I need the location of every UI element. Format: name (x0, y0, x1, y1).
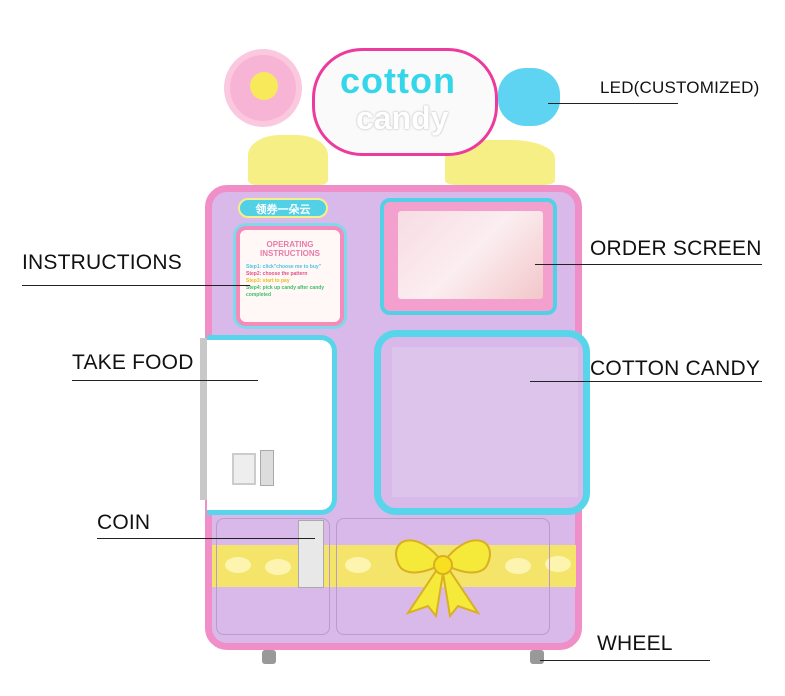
leader-order-screen (535, 264, 762, 265)
instruction-step: Step2: choose the pattern (246, 271, 308, 277)
yellow-cloud-left (248, 135, 328, 185)
take-food-window[interactable] (207, 335, 337, 515)
flower-face (250, 72, 278, 100)
label-take-food: TAKE FOOD (72, 351, 194, 374)
leader-led (548, 103, 678, 104)
instruction-step: Step1: click"choose me to buy" (246, 264, 322, 270)
leader-take-food (72, 380, 258, 381)
instructions-panel: OPERATING INSTRUCTIONS Step1: click"choo… (236, 226, 344, 326)
wheel-left (262, 650, 276, 664)
order-screen[interactable] (398, 211, 543, 299)
leader-cotton-candy (530, 381, 762, 382)
lower-door-left (216, 518, 330, 635)
bill-slot (260, 450, 274, 486)
sign-logo-line1: cotton (340, 60, 456, 101)
sign-logo-line2: candy (356, 100, 449, 136)
label-order-screen: ORDER SCREEN (590, 237, 762, 260)
label-wheel: WHEEL (597, 632, 673, 655)
instructions-title: OPERATING INSTRUCTIONS (260, 240, 320, 258)
coin-slot-small (232, 453, 256, 485)
label-instructions: INSTRUCTIONS (22, 251, 182, 274)
cotton-candy-sign (312, 48, 498, 156)
instruction-step: Step3: start to pay (246, 278, 290, 284)
label-led: LED(CUSTOMIZED) (600, 78, 760, 97)
label-coin: COIN (97, 511, 151, 534)
leader-coin (97, 538, 315, 539)
lower-door-right (336, 518, 550, 635)
label-cotton-candy: COTTON CANDY (590, 357, 761, 380)
instruction-step: Step4: pick up candy after candy complet… (246, 285, 325, 298)
cotton-candy-chamber (392, 347, 578, 497)
wheel-right (530, 650, 544, 664)
machine-badge: 领券一朵云 (238, 198, 328, 218)
leader-instructions (22, 285, 250, 286)
coin-slot[interactable] (298, 520, 324, 588)
leader-wheel (540, 660, 710, 661)
bow-icon (388, 528, 498, 619)
blue-cloud-led (498, 68, 560, 126)
